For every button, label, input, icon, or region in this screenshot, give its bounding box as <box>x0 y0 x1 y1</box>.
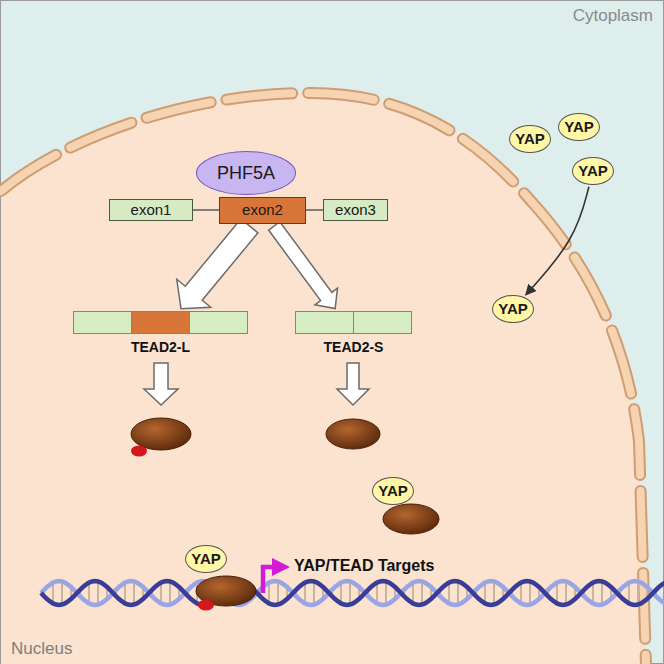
tead2-s-protein <box>326 419 380 449</box>
mrna-isoform: TEAD2-L <box>73 311 248 356</box>
node-label: exon2 <box>242 201 283 218</box>
node-label: exon1 <box>131 201 172 218</box>
node-label: YAP <box>515 130 544 147</box>
node-label: YAP <box>378 482 407 499</box>
translation-arrow <box>144 363 178 405</box>
transcript-bar <box>295 311 412 334</box>
dna-strand <box>41 581 664 605</box>
node-label: TEAD2-S <box>324 339 384 355</box>
node-label: YAP <box>191 550 220 567</box>
translation-arrow <box>337 363 369 405</box>
node-label: exon3 <box>335 201 376 218</box>
intron-line <box>193 209 219 210</box>
illustration-group <box>41 363 664 611</box>
red-domain <box>198 600 214 611</box>
nucleus-region: PHF5A exon1 exon2 exon3TEAD2-L TEAD2-S YAP YAP… <box>1 86 664 664</box>
yap-protein: YAP <box>558 113 599 141</box>
node-label: PHF5A <box>217 163 275 184</box>
exon-segment <box>353 312 411 333</box>
red-domain <box>131 446 147 457</box>
node-label: Cytoplasm <box>573 6 653 26</box>
dna-strand <box>41 581 664 605</box>
node-label: YAP <box>498 300 527 317</box>
nuclear-envelope-edge <box>1 93 646 664</box>
node-label: Nucleus <box>11 639 72 659</box>
node-label: TEAD2-L <box>131 339 190 355</box>
transcript-bar <box>73 311 248 334</box>
exon-segment <box>131 312 188 333</box>
nuclear-envelope <box>1 93 646 664</box>
exon-box: exon2 <box>219 197 306 224</box>
tead2-s-protein <box>383 504 439 534</box>
intron-line <box>306 209 323 210</box>
splicing-factor: PHF5A <box>196 151 296 195</box>
nucleus-fill <box>1 93 646 664</box>
yap-protein: YAP <box>572 157 613 185</box>
node-label: YAP <box>564 118 593 135</box>
nuclear-import-arrow <box>526 187 589 295</box>
exon-segment <box>189 312 247 333</box>
tead2-l-protein <box>131 418 191 450</box>
exon-segment <box>296 312 353 333</box>
yap-protein: YAP <box>372 477 413 505</box>
transcription-arrow <box>263 567 281 593</box>
mrna-isoform: TEAD2-S <box>295 311 412 356</box>
yap-protein: YAP <box>185 545 226 573</box>
yap-protein: YAP <box>492 295 533 323</box>
exon-box: exon3 <box>323 199 388 221</box>
splicing-arrow <box>269 222 338 309</box>
nucleus-outline <box>1 86 664 664</box>
yap-protein: YAP <box>509 125 550 153</box>
illustration <box>1 86 664 664</box>
exon-box: exon1 <box>109 199 193 221</box>
target-genes-label: YAP/TEAD Targets <box>292 557 436 575</box>
node-label: YAP <box>578 162 607 179</box>
exon-segment <box>74 312 131 333</box>
splicing-arrow <box>177 219 258 309</box>
